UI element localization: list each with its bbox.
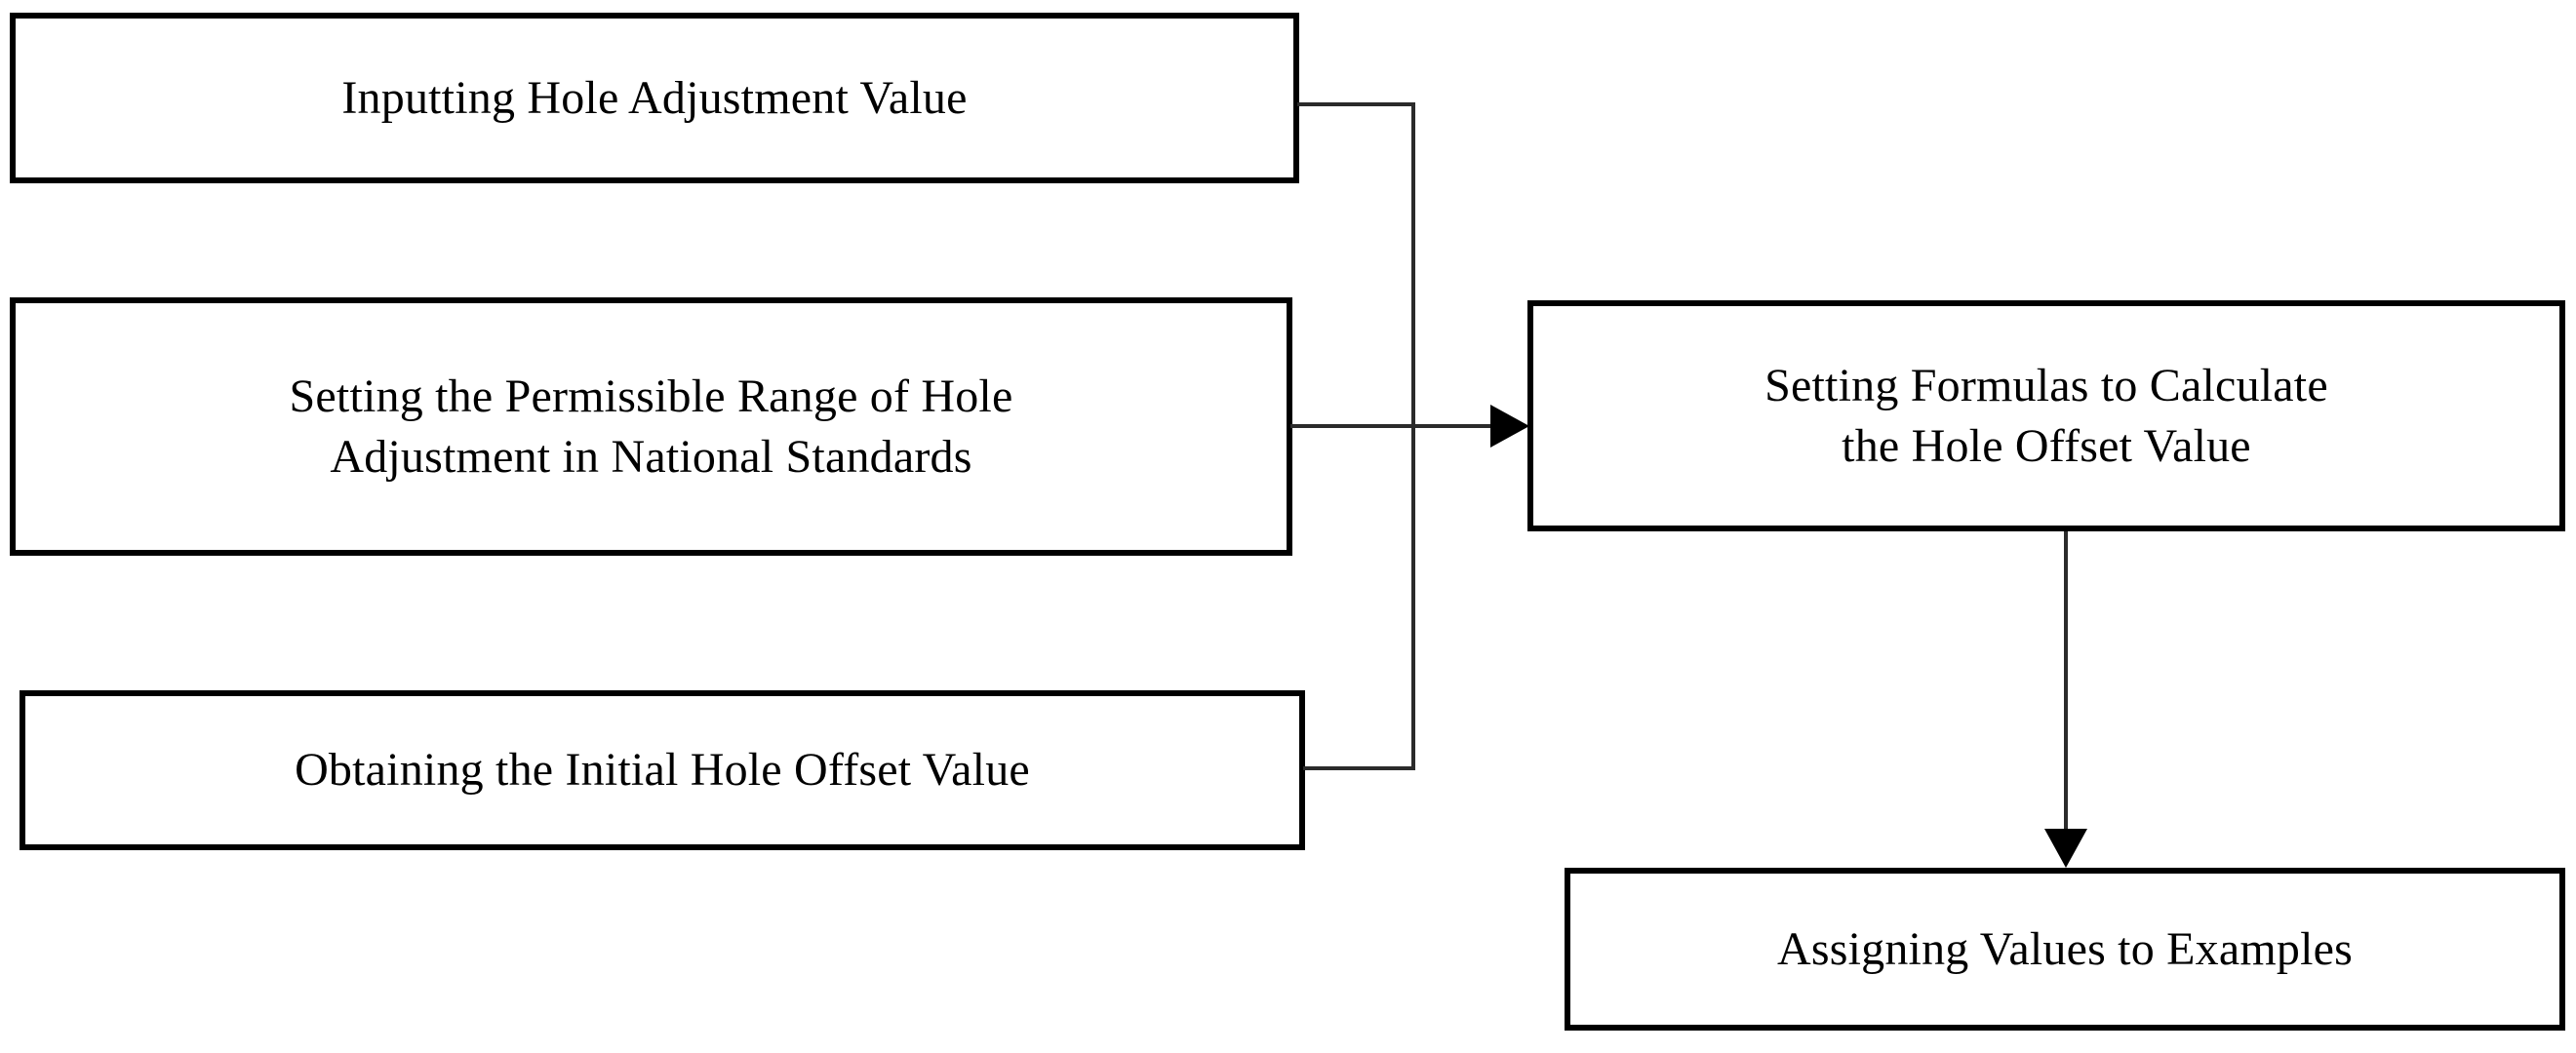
arrowhead-into-assigning-values	[2044, 829, 2087, 868]
node-permissible-range[interactable]: Setting the Permissible Range of Hole Ad…	[10, 297, 1292, 556]
node-label-initial-hole-offset-value: Obtaining the Initial Hole Offset Value	[295, 744, 1030, 797]
node-label-assigning-values: Assigning Values to Examples	[1776, 922, 2353, 975]
node-assigning-values[interactable]: Assigning Values to Examples	[1565, 868, 2565, 1031]
node-setting-formulas[interactable]: Setting Formulas to Calculate the Hole O…	[1527, 300, 2565, 531]
edge-range-to-formulas-horizontal	[1290, 424, 1493, 428]
edge-vertical-trunk	[1411, 102, 1415, 770]
node-label-input-hole-adjustment-value: Inputting Hole Adjustment Value	[341, 71, 968, 124]
node-initial-hole-offset-value[interactable]: Obtaining the Initial Hole Offset Value	[20, 690, 1305, 850]
edge-input-to-junction-horizontal	[1297, 102, 1415, 106]
node-input-hole-adjustment-value[interactable]: Inputting Hole Adjustment Value	[10, 13, 1299, 183]
edge-offset-to-junction-horizontal	[1303, 766, 1415, 770]
node-label-setting-formulas: Setting Formulas to Calculate the Hole O…	[1764, 360, 2328, 472]
node-label-permissible-range: Setting the Permissible Range of Hole Ad…	[289, 370, 1013, 483]
edge-formulas-to-assigning-vertical	[2064, 531, 2068, 834]
arrowhead-into-setting-formulas	[1490, 405, 1529, 448]
